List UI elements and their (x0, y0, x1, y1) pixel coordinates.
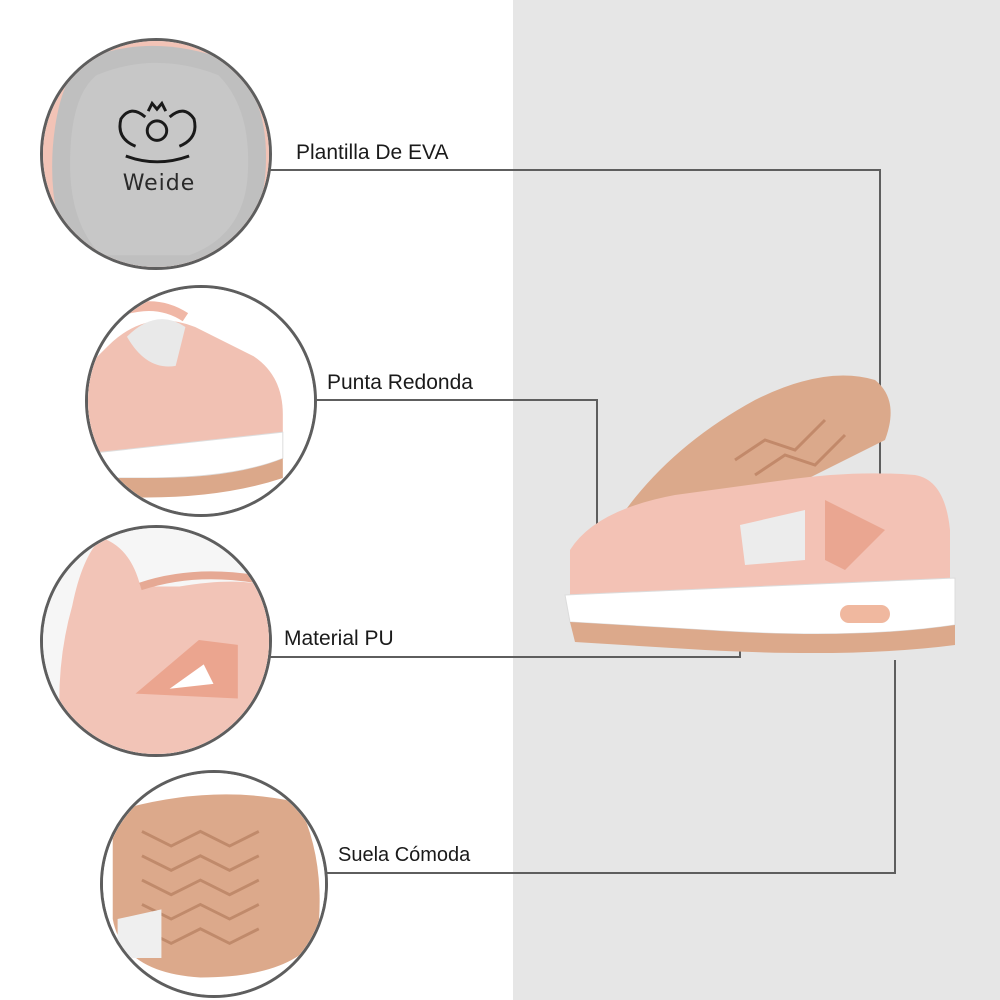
brand-name: Weide (122, 171, 196, 196)
feature-label-sole: Suela Cómoda (338, 844, 471, 866)
sole-closeup-image (100, 770, 328, 998)
feature-label-insole: Plantilla De EVA (296, 141, 449, 164)
toe-closeup-image (85, 285, 317, 517)
heel-closeup-image (40, 525, 272, 757)
insole-closeup-image: Weide (40, 38, 272, 270)
feature-label-material: Material PU (284, 627, 394, 650)
main-product-image (555, 360, 975, 670)
feature-label-toe: Punta Redonda (327, 371, 473, 394)
brand-logo-icon (118, 100, 197, 164)
